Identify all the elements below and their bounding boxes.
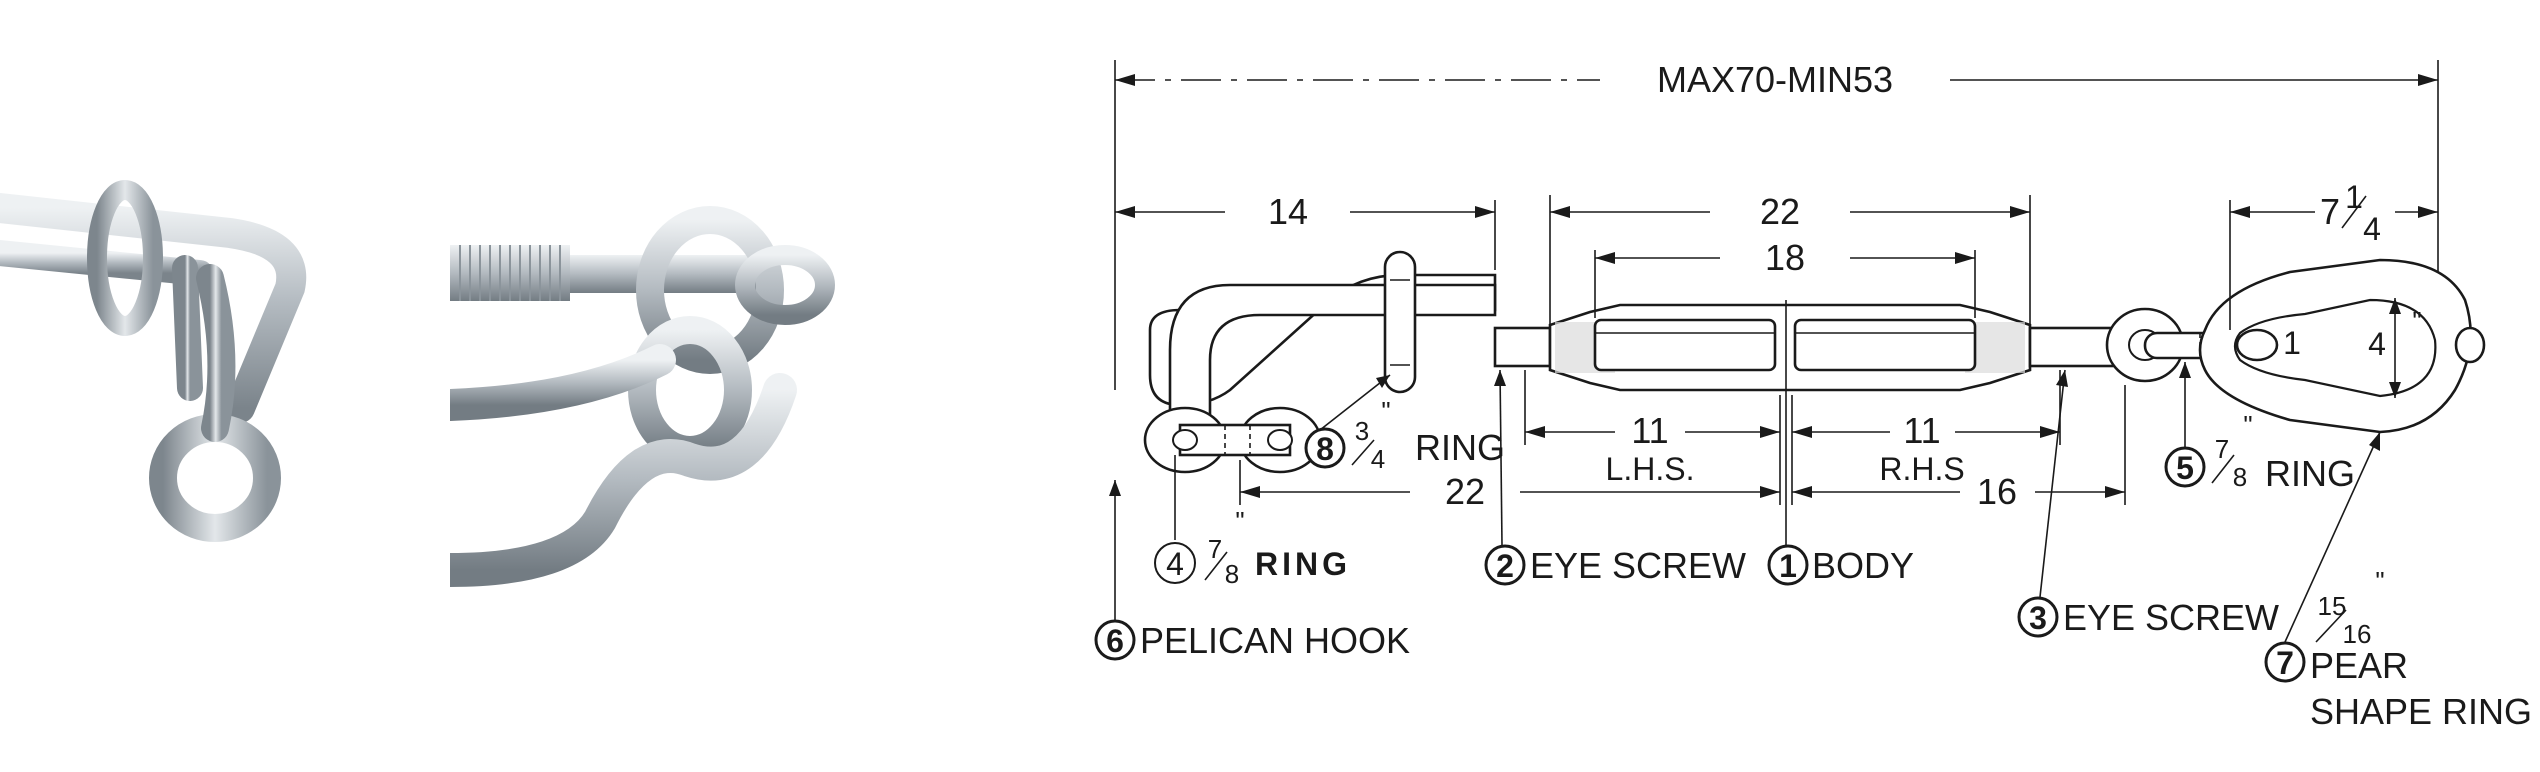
turnbuckle-diagram: MAX70-MIN53 14: [1094, 59, 2532, 732]
hook-ring-number: 8: [1316, 431, 1334, 467]
ring-to-body-label: 22: [1445, 471, 1485, 512]
ring-right-frac-num: 7: [2215, 434, 2229, 464]
callout-ring-right: 5 7 8 " RING: [2164, 362, 2355, 494]
ring-left-frac-num: 7: [1208, 534, 1222, 564]
rhs-value: 11: [1903, 410, 1940, 451]
rhs-label: R.H.S: [1879, 451, 1964, 487]
body-text: BODY: [1812, 545, 1914, 586]
callout-pelican-hook: 6 PELICAN HOOK: [1094, 480, 1410, 661]
body-outer-dimension: 22: [1549, 191, 2031, 325]
eye-screw-right-text: EYE SCREW: [2063, 597, 2279, 638]
pear-width-dimension: 7 1 4: [2229, 179, 2438, 330]
ring-right-text: RING: [2265, 453, 2355, 494]
body-number: 1: [1779, 548, 1797, 584]
callout-eye-screw-right: 3 EYE SCREW: [2017, 369, 2279, 638]
ring-to-body-dimension: 22: [1239, 460, 1780, 512]
ring-left-text: RING: [1255, 546, 1351, 582]
callout-ring-left: 4 7 8 " RING: [1154, 455, 1351, 589]
svg-text:": ": [2375, 566, 2384, 596]
body-outer-label: 22: [1760, 191, 1800, 232]
pear-width-numerator: 1: [2345, 179, 2363, 215]
ring-right-number: 5: [2176, 450, 2194, 486]
eye-screw-right-number: 3: [2029, 600, 2047, 636]
pear-ring-frac-num: 15: [2318, 591, 2347, 621]
pear-ring-text-line1: PEAR: [2310, 645, 2408, 686]
callout-eye-screw-left: 2 EYE SCREW: [1484, 369, 1746, 586]
body-inner-dimension: 18: [1594, 237, 1976, 318]
hook-length-label: 14: [1268, 191, 1308, 232]
turnbuckle-body: [1548, 300, 2032, 395]
pear-inner-length-label: 1: [2283, 325, 2301, 361]
svg-text:": ": [2243, 410, 2252, 440]
callout-pear-ring: 7 15 16 " PEAR SHAPE RING: [2264, 431, 2532, 732]
hook-ring-frac-num: 3: [1355, 416, 1369, 446]
eye-screw-left-number: 2: [1496, 548, 1514, 584]
pear-ring-text-line2: SHAPE RING: [2310, 691, 2532, 732]
ring-right-frac-den: 8: [2233, 462, 2247, 492]
pear-width-denominator: 4: [2363, 211, 2381, 247]
pelican-hook: [1143, 250, 1497, 474]
svg-text:": ": [1235, 506, 1244, 536]
eye-screw-left-text: EYE SCREW: [1530, 545, 1746, 586]
lhs-value: 11: [1631, 410, 1668, 451]
pelican-hook-number: 6: [1106, 623, 1124, 659]
body-to-ring-label: 16: [1977, 471, 2017, 512]
photo-eye-screw-links: [450, 206, 835, 587]
pear-ring-number: 7: [2276, 645, 2294, 681]
pelican-hook-text: PELICAN HOOK: [1140, 620, 1410, 661]
overall-dimension: MAX70-MIN53: [1114, 59, 2439, 390]
hook-length-dimension: 14: [1115, 191, 1496, 270]
pear-ring-frac-den: 16: [2343, 619, 2372, 649]
ring-left-number: 4: [1166, 546, 1184, 582]
pear-shape-ring: 4 " 1: [2198, 258, 2486, 434]
callout-hook-ring: 8 3 4 " RING: [1304, 374, 1505, 474]
hook-ring-frac-den: 4: [1371, 444, 1385, 474]
body-to-ring-dimension: 16: [1792, 385, 2126, 512]
eye-screw-left-shaft: [1493, 326, 1552, 368]
svg-text:": ": [1381, 396, 1390, 426]
lhs-label: L.H.S.: [1606, 451, 1695, 487]
callout-body: 1 BODY: [1767, 395, 1914, 586]
pear-inner-height-label: 4: [2368, 326, 2386, 362]
ring-left-frac-den: 8: [1225, 559, 1239, 589]
pear-inch-mark: ": [2412, 306, 2421, 336]
hook-ring-text: RING: [1415, 427, 1505, 468]
lhs-dimension: 11 L.H.S.: [1524, 370, 1781, 505]
body-inner-label: 18: [1765, 237, 1805, 278]
photo-chain-ring: [0, 180, 307, 542]
pear-width-whole: 7: [2320, 191, 2340, 232]
overall-dimension-label: MAX70-MIN53: [1657, 59, 1893, 100]
